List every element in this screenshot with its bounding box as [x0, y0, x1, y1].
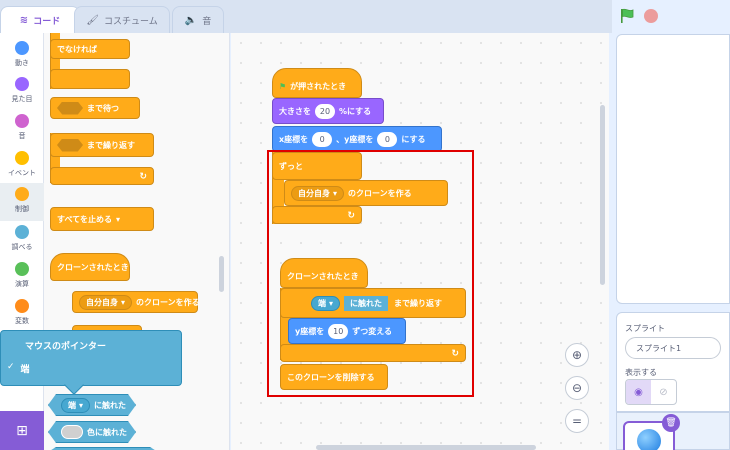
color-swatch[interactable] [61, 425, 83, 439]
green-flag-icon[interactable] [620, 8, 634, 24]
editor-tabs: ≋ コード 🖌 コスチューム 🔈 音 [0, 0, 612, 34]
hide-button[interactable]: ⊘ [651, 380, 676, 404]
repeat-until-bottom: ↻ [280, 344, 466, 362]
sound-dot-icon [15, 114, 29, 128]
if-else-block[interactable]: でなければ [50, 39, 130, 59]
looks-dot-icon [15, 77, 29, 91]
touching-target-menu[interactable]: 端▾ [61, 398, 90, 413]
events-dot-icon [15, 151, 29, 165]
extension-icon: ⊞ [16, 422, 28, 439]
forever-block[interactable]: ずっと [272, 152, 362, 180]
dropdown-option-mouse-pointer[interactable]: マウスのポインター [25, 342, 107, 352]
size-input[interactable]: 20 [315, 103, 335, 119]
dropdown-arrow-icon: ▾ [115, 214, 120, 224]
category-motion[interactable]: 動き [0, 37, 44, 75]
control-dot-icon [15, 187, 29, 201]
loop-arrow-icon: ↻ [347, 211, 355, 221]
delete-sprite-button[interactable]: 🗑 [662, 414, 680, 432]
motion-dot-icon [15, 41, 29, 55]
when-clone-start-block[interactable]: クローンされたとき [50, 253, 130, 281]
sprite-info-panel: スプライト スプライト1 表示する ◉ ⊘ [616, 312, 730, 412]
zoom-in-button[interactable]: ⊕ [565, 343, 589, 367]
code-icon: ≋ [19, 15, 29, 26]
sprite-thumbnail[interactable] [623, 421, 675, 450]
loop-arrow-icon: ↻ [139, 172, 147, 182]
repeat-until-block[interactable]: まで繰り返す [50, 133, 154, 157]
forever-bottom: ↻ [272, 206, 362, 224]
zoom-reset-button[interactable]: = [565, 409, 589, 433]
touching-dropdown-menu: マウスのポインター ✓ 端 [0, 330, 182, 395]
zoom-reset-icon: = [571, 414, 583, 428]
brush-icon: 🖌 [86, 14, 99, 26]
clone-target-menu[interactable]: 自分自身▾ [79, 294, 133, 310]
change-y-input[interactable]: 10 [328, 323, 349, 339]
category-looks[interactable]: 見た目 [0, 73, 44, 111]
dropdown-arrow-icon: ▾ [79, 400, 84, 410]
trash-icon: 🗑 [665, 418, 677, 428]
dropdown-arrow-icon: ▾ [329, 298, 334, 308]
category-variables[interactable]: 変数 [0, 295, 44, 333]
set-size-block[interactable]: 大きさを 20 %にする [272, 98, 384, 124]
operators-dot-icon [15, 262, 29, 276]
sprite-name-input[interactable]: スプライト1 [625, 337, 721, 359]
dropdown-arrow-icon: ▾ [121, 297, 126, 307]
if-else-bottom [50, 69, 130, 89]
dropdown-arrow-icon: ▾ [333, 188, 338, 198]
repeat-until-arm [50, 133, 60, 183]
category-control[interactable]: 制御 [0, 183, 44, 221]
touching-target-menu[interactable]: 端▾ [311, 295, 341, 311]
touching-condition[interactable]: に触れた [344, 295, 389, 311]
add-extension-button[interactable]: ⊞ [0, 411, 44, 450]
visibility-toggle: ◉ ⊘ [625, 379, 677, 405]
boolean-slot [57, 101, 83, 115]
create-clone-block[interactable]: 自分自身▾ のクローンを作る [72, 291, 200, 313]
when-flag-clicked-block[interactable]: ⚑ が押されたとき [272, 68, 362, 98]
x-input[interactable]: 0 [312, 131, 333, 147]
category-operators[interactable]: 演算 [0, 258, 44, 296]
code-vertical-scrollbar[interactable] [600, 105, 605, 285]
zoom-in-icon: ⊕ [571, 348, 583, 362]
stage[interactable] [616, 34, 730, 304]
repeat-until-bottom: ↻ [50, 167, 154, 185]
stop-block[interactable]: すべてを止める ▾ [50, 207, 154, 231]
palette-scrollbar[interactable] [219, 256, 224, 292]
touching-color-block[interactable]: 色に触れた [48, 421, 136, 443]
category-events[interactable]: イベント [0, 147, 44, 185]
tab-costumes[interactable]: 🖌 コスチューム [74, 6, 170, 33]
tab-code[interactable]: ≋ コード [0, 6, 80, 34]
speaker-icon: 🔈 [184, 14, 198, 26]
touching-block[interactable]: 端▾ に触れた [48, 394, 136, 416]
checkmark-icon: ✓ [7, 362, 15, 372]
eye-slash-icon: ⊘ [659, 386, 668, 398]
change-y-block[interactable]: y座標を 10 ずつ変える [288, 318, 406, 344]
when-clone-start-block[interactable]: クローンされたとき [280, 258, 368, 288]
delete-clone-block[interactable]: このクローンを削除する [280, 364, 388, 390]
sensing-dot-icon [15, 225, 29, 239]
y-input[interactable]: 0 [377, 131, 398, 147]
category-sensing[interactable]: 調べる [0, 221, 44, 259]
loop-arrow-icon: ↻ [451, 349, 459, 359]
clone-target-menu[interactable]: 自分自身▾ [291, 185, 345, 201]
highlight-box [267, 150, 474, 397]
boolean-slot [57, 138, 83, 152]
wait-until-block[interactable]: まで待つ [50, 97, 140, 119]
stop-icon[interactable] [644, 9, 658, 23]
tab-sounds[interactable]: 🔈 音 [172, 6, 224, 33]
show-button[interactable]: ◉ [626, 380, 651, 404]
category-sound[interactable]: 音 [0, 110, 44, 148]
green-flag-icon: ⚑ [279, 81, 287, 91]
dropdown-option-edge[interactable]: ✓ 端 [7, 362, 30, 375]
zoom-out-icon: ⊖ [571, 381, 583, 395]
repeat-until-block[interactable]: 端▾ に触れた まで繰り返す [280, 288, 466, 318]
ball-sprite-image [637, 429, 661, 450]
create-clone-block[interactable]: 自分自身▾ のクローンを作る [284, 180, 448, 206]
go-to-xy-block[interactable]: x座標を 0 、y座標を 0 にする [272, 126, 442, 152]
code-horizontal-scrollbar[interactable] [316, 445, 536, 450]
variables-dot-icon [15, 299, 29, 313]
zoom-out-button[interactable]: ⊖ [565, 376, 589, 400]
if-else-arm [50, 33, 60, 89]
eye-icon: ◉ [634, 386, 643, 398]
